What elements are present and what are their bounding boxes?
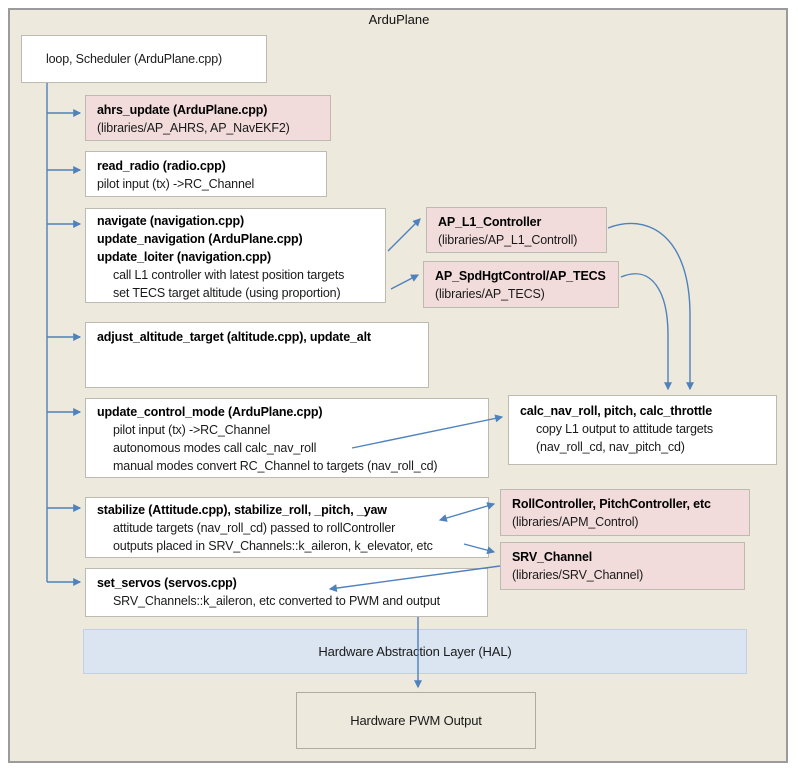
node-subtitle: pilot input (tx) ->RC_Channel: [97, 177, 255, 191]
node-hardware-pwm-output: Hardware PWM Output: [296, 692, 536, 749]
node-calc-nav-roll: calc_nav_roll, pitch, calc_throttle copy…: [508, 395, 777, 465]
node-roll-controller: RollController, PitchController, etc (li…: [500, 489, 750, 536]
node-ap-l1-controller: AP_L1_Controller (libraries/AP_L1_Contro…: [426, 207, 607, 253]
node-stabilize: stabilize (Attitude.cpp), stabilize_roll…: [85, 497, 489, 558]
node-title: update_navigation (ArduPlane.cpp): [97, 232, 303, 246]
node-title: Hardware PWM Output: [350, 712, 482, 728]
node-title: adjust_altitude_target (altitude.cpp), u…: [97, 330, 371, 344]
node-title: AP_L1_Controller: [438, 215, 542, 229]
node-set-servos: set_servos (servos.cpp) SRV_Channels::k_…: [85, 568, 488, 617]
node-subtitle: (libraries/AP_AHRS, AP_NavEKF2): [97, 121, 290, 135]
node-title: ahrs_update (ArduPlane.cpp): [97, 103, 268, 117]
node-title: calc_nav_roll, pitch, calc_throttle: [520, 404, 713, 418]
node-detail: (nav_roll_cd, nav_pitch_cd): [536, 440, 685, 454]
node-title: SRV_Channel: [512, 550, 593, 564]
node-title: loop, Scheduler (ArduPlane.cpp): [46, 52, 223, 66]
node-title: Hardware Abstraction Layer (HAL): [318, 643, 512, 659]
node-title: navigate (navigation.cpp): [97, 214, 244, 228]
node-title: update_loiter (navigation.cpp): [97, 250, 271, 264]
node-title: stabilize (Attitude.cpp), stabilize_roll…: [97, 503, 387, 517]
node-update-control-mode: update_control_mode (ArduPlane.cpp) pilo…: [85, 398, 489, 478]
node-read-radio: read_radio (radio.cpp) pilot input (tx) …: [85, 151, 327, 197]
node-detail: outputs placed in SRV_Channels::k_ailero…: [113, 539, 433, 553]
node-ap-tecs: AP_SpdHgtControl/AP_TECS (libraries/AP_T…: [423, 261, 619, 308]
node-title: RollController, PitchController, etc: [512, 497, 711, 511]
node-title: AP_SpdHgtControl/AP_TECS: [435, 269, 606, 283]
diagram-title: ArduPlane: [368, 12, 430, 27]
node-hal-layer: Hardware Abstraction Layer (HAL): [83, 629, 747, 674]
node-detail: copy L1 output to attitude targets: [536, 422, 713, 436]
node-detail: autonomous modes call calc_nav_roll: [113, 441, 317, 455]
node-title: update_control_mode (ArduPlane.cpp): [97, 405, 323, 419]
node-detail: SRV_Channels::k_aileron, etc converted t…: [113, 594, 440, 608]
node-title: read_radio (radio.cpp): [97, 159, 226, 173]
node-detail: pilot input (tx) ->RC_Channel: [113, 423, 271, 437]
node-subtitle: (libraries/SRV_Channel): [512, 568, 644, 582]
node-title: set_servos (servos.cpp): [97, 576, 237, 590]
node-loop-scheduler: loop, Scheduler (ArduPlane.cpp): [21, 35, 267, 83]
node-srv-channel: SRV_Channel (libraries/SRV_Channel): [500, 542, 745, 590]
node-detail: call L1 controller with latest position …: [113, 268, 345, 282]
node-subtitle: (libraries/AP_L1_Controll): [438, 233, 578, 247]
node-adjust-altitude-target: adjust_altitude_target (altitude.cpp), u…: [85, 322, 429, 388]
node-detail: manual modes convert RC_Channel to targe…: [113, 459, 438, 473]
node-ahrs-update: ahrs_update (ArduPlane.cpp) (libraries/A…: [85, 95, 331, 141]
node-subtitle: (libraries/APM_Control): [512, 515, 639, 529]
node-detail: attitude targets (nav_roll_cd) passed to…: [113, 521, 396, 535]
node-navigate: navigate (navigation.cpp) update_navigat…: [85, 208, 386, 303]
node-detail: set TECS target altitude (using proporti…: [113, 286, 341, 300]
node-subtitle: (libraries/AP_TECS): [435, 287, 545, 301]
